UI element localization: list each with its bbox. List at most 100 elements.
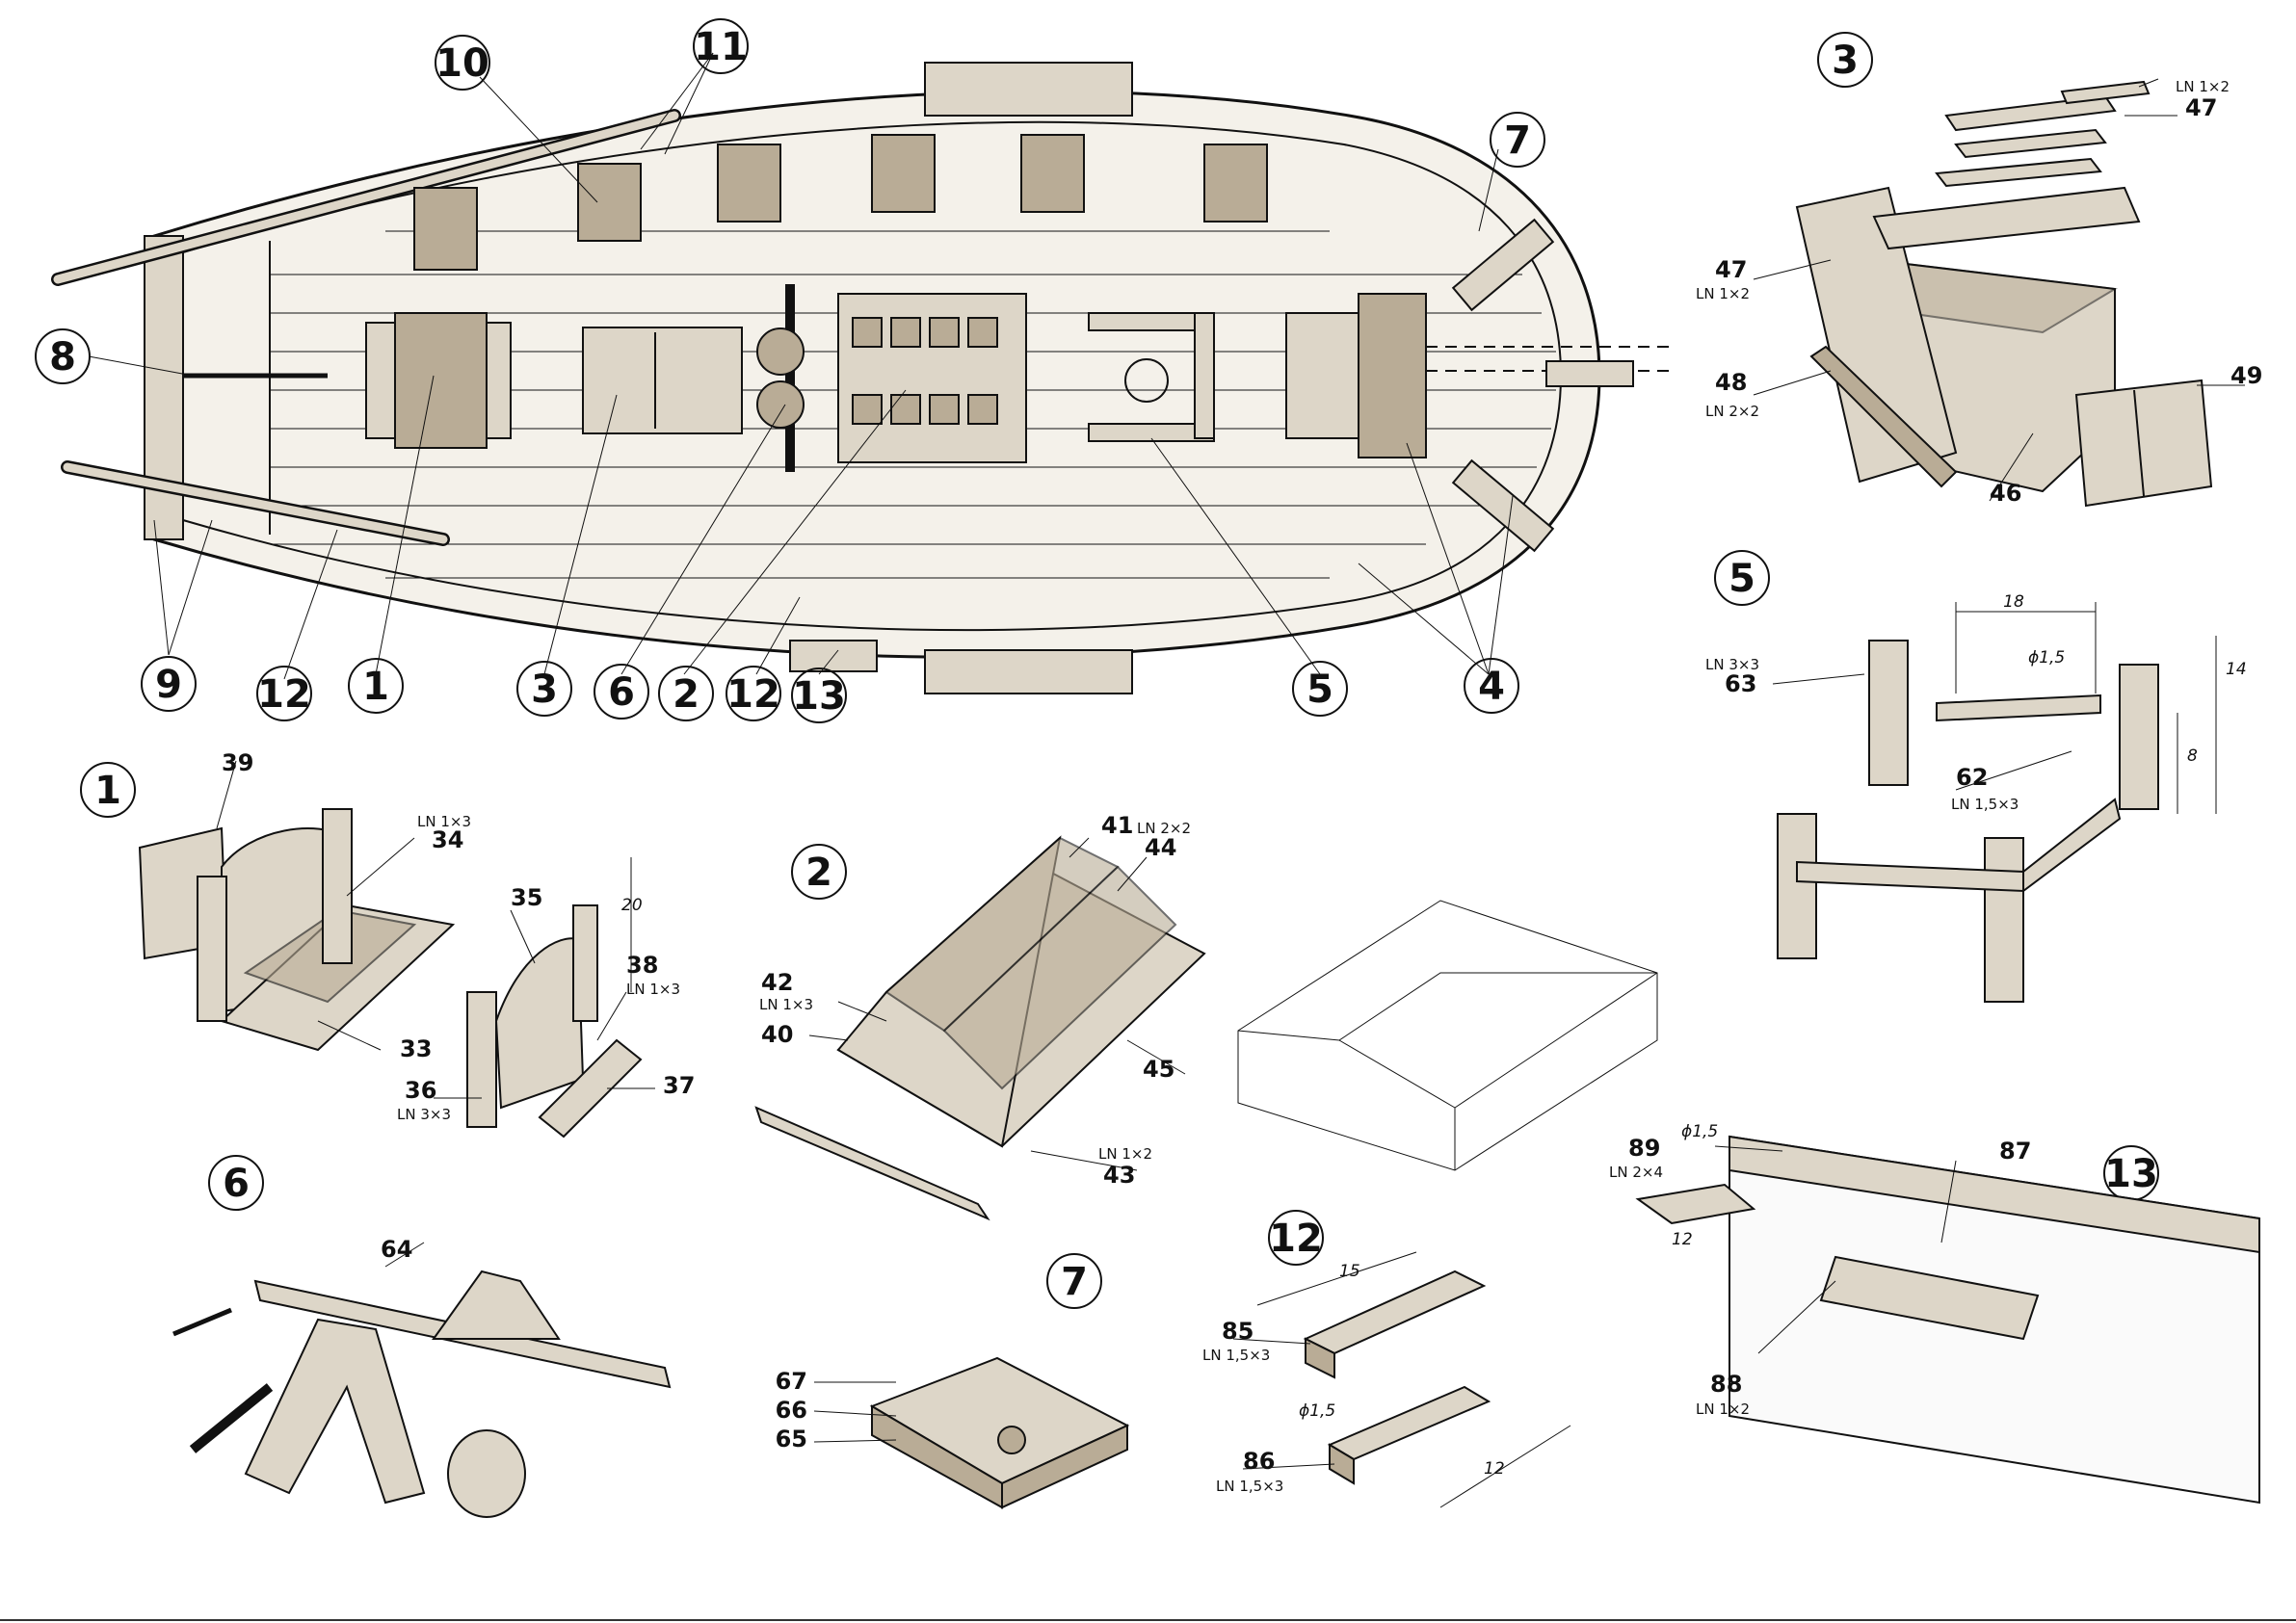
- svg-text:12: 12: [726, 672, 780, 717]
- svg-text:1: 1: [362, 665, 389, 709]
- svg-text:47: 47: [2185, 94, 2217, 121]
- svg-text:1: 1: [94, 769, 121, 813]
- svg-text:15: 15: [1339, 1262, 1360, 1281]
- svg-text:46: 46: [1990, 480, 2021, 507]
- svg-text:LN 2×2: LN 2×2: [1705, 403, 1759, 420]
- panel-12-fairleads: 12 15 12 ϕ1,5 85 LN 1,5×3 86 LN 1,5×3: [1202, 1211, 1570, 1507]
- svg-text:LN 1×2: LN 1×2: [1696, 285, 1750, 302]
- panel-7-cathead: 7 67 66 65: [776, 1254, 1127, 1507]
- svg-text:12: 12: [257, 672, 311, 717]
- svg-text:12: 12: [1672, 1230, 1693, 1249]
- svg-text:49: 49: [2230, 362, 2262, 389]
- callout-4: 4: [1465, 659, 1518, 713]
- svg-text:2: 2: [673, 672, 699, 717]
- svg-text:7: 7: [1504, 118, 1531, 163]
- deck-plan: 10 11 7 8 9 12 1 3 6 2 12 13 5 4: [36, 19, 1676, 722]
- svg-text:37: 37: [663, 1072, 695, 1099]
- svg-text:64: 64: [381, 1236, 412, 1263]
- svg-text:LN 2×4: LN 2×4: [1609, 1164, 1663, 1181]
- callout-7: 7: [1491, 113, 1544, 167]
- svg-text:LN 1,5×3: LN 1,5×3: [1202, 1347, 1270, 1364]
- callout-12a: 12: [257, 667, 311, 720]
- svg-text:10: 10: [435, 41, 489, 86]
- wireframe-sketch: [1238, 901, 1657, 1170]
- svg-text:40: 40: [761, 1021, 793, 1048]
- svg-text:85: 85: [1222, 1318, 1254, 1345]
- svg-text:5: 5: [1729, 557, 1755, 601]
- callout-12b: 12: [726, 667, 780, 720]
- svg-text:ϕ1,5: ϕ1,5: [1299, 1401, 1335, 1421]
- svg-text:5: 5: [1306, 668, 1333, 712]
- svg-text:13: 13: [2104, 1152, 2158, 1196]
- callout-1: 1: [349, 659, 403, 713]
- svg-text:6: 6: [223, 1162, 250, 1206]
- svg-text:6: 6: [608, 670, 635, 715]
- panel-5-bitts: 5 18 ϕ1,5 14 8 LN 3×3 63 62 LN 1,5×3: [1705, 551, 2247, 1002]
- svg-text:8: 8: [49, 335, 76, 380]
- svg-text:LN 1,5×3: LN 1,5×3: [1216, 1478, 1283, 1495]
- svg-text:44: 44: [1145, 834, 1176, 861]
- svg-text:LN 1×3: LN 1×3: [759, 996, 813, 1013]
- svg-text:33: 33: [400, 1035, 432, 1062]
- callout-9: 9: [142, 657, 196, 711]
- svg-text:43: 43: [1103, 1162, 1135, 1189]
- svg-text:34: 34: [432, 826, 463, 853]
- svg-text:48: 48: [1715, 369, 1747, 396]
- svg-text:62: 62: [1956, 764, 1988, 791]
- svg-text:36: 36: [405, 1077, 436, 1104]
- svg-text:42: 42: [761, 969, 793, 996]
- svg-text:35: 35: [511, 884, 542, 911]
- callout-11: 11: [694, 19, 748, 73]
- svg-text:9: 9: [155, 663, 182, 707]
- svg-text:LN 1×2: LN 1×2: [1098, 1145, 1152, 1163]
- svg-text:14: 14: [2226, 660, 2247, 679]
- svg-text:LN 1×2: LN 1×2: [2176, 78, 2230, 95]
- svg-text:45: 45: [1143, 1056, 1174, 1083]
- callout-3: 3: [517, 662, 571, 716]
- svg-text:13: 13: [792, 674, 846, 719]
- panel-6-capstan: 6 64: [173, 1156, 670, 1517]
- panel-13-channel: 13 ϕ1,5 12 89 LN 2×4 87 88 LN 1×2: [1609, 1122, 2259, 1503]
- svg-text:65: 65: [776, 1426, 807, 1453]
- svg-text:2: 2: [805, 851, 832, 895]
- svg-text:67: 67: [776, 1368, 807, 1395]
- svg-text:12: 12: [1269, 1217, 1323, 1261]
- svg-text:39: 39: [222, 749, 253, 776]
- svg-text:11: 11: [694, 25, 748, 69]
- svg-text:18: 18: [2003, 592, 2024, 612]
- svg-text:47: 47: [1715, 256, 1747, 283]
- panel-1-companion: 1 39 LN 1×3 34 35 38 LN 1×3 33 36 LN 3×3…: [81, 749, 695, 1137]
- svg-text:4: 4: [1478, 665, 1505, 709]
- grating-3: [583, 327, 742, 433]
- svg-text:88: 88: [1710, 1371, 1742, 1398]
- svg-text:8: 8: [2187, 746, 2198, 766]
- skylight-2: [838, 294, 1026, 462]
- callout-10: 10: [435, 36, 489, 90]
- svg-text:ϕ1,5: ϕ1,5: [1681, 1122, 1718, 1141]
- panel-2-skylight: 2 41 LN 2×2 44 42 LN 1×3 40 45 LN 1×2 43: [756, 812, 1204, 1218]
- callout-13: 13: [792, 668, 846, 722]
- callout-6: 6: [594, 665, 648, 719]
- svg-text:41: 41: [1101, 812, 1133, 839]
- callout-5: 5: [1293, 662, 1347, 716]
- svg-text:7: 7: [1061, 1260, 1088, 1304]
- panel-3-deckhouse: 3 LN 1×2 47 47 LN 1×2 48 LN 2×2 46 49: [1696, 33, 2262, 507]
- svg-text:38: 38: [626, 952, 658, 979]
- callout-8: 8: [36, 329, 90, 383]
- svg-text:3: 3: [1832, 39, 1859, 83]
- svg-text:ϕ1,5: ϕ1,5: [2028, 648, 2065, 668]
- svg-text:LN 3×3: LN 3×3: [397, 1106, 451, 1123]
- svg-text:LN 1,5×3: LN 1,5×3: [1951, 796, 2019, 813]
- svg-text:LN 1×3: LN 1×3: [626, 981, 680, 998]
- svg-text:86: 86: [1243, 1448, 1275, 1475]
- svg-text:63: 63: [1725, 670, 1756, 697]
- svg-text:3: 3: [531, 668, 558, 712]
- svg-text:20: 20: [621, 896, 643, 915]
- svg-text:89: 89: [1628, 1135, 1660, 1162]
- svg-text:87: 87: [1999, 1138, 2031, 1165]
- svg-text:12: 12: [1484, 1459, 1505, 1479]
- svg-text:LN 1×2: LN 1×2: [1696, 1400, 1750, 1418]
- svg-text:66: 66: [776, 1397, 807, 1424]
- callout-2: 2: [659, 667, 713, 720]
